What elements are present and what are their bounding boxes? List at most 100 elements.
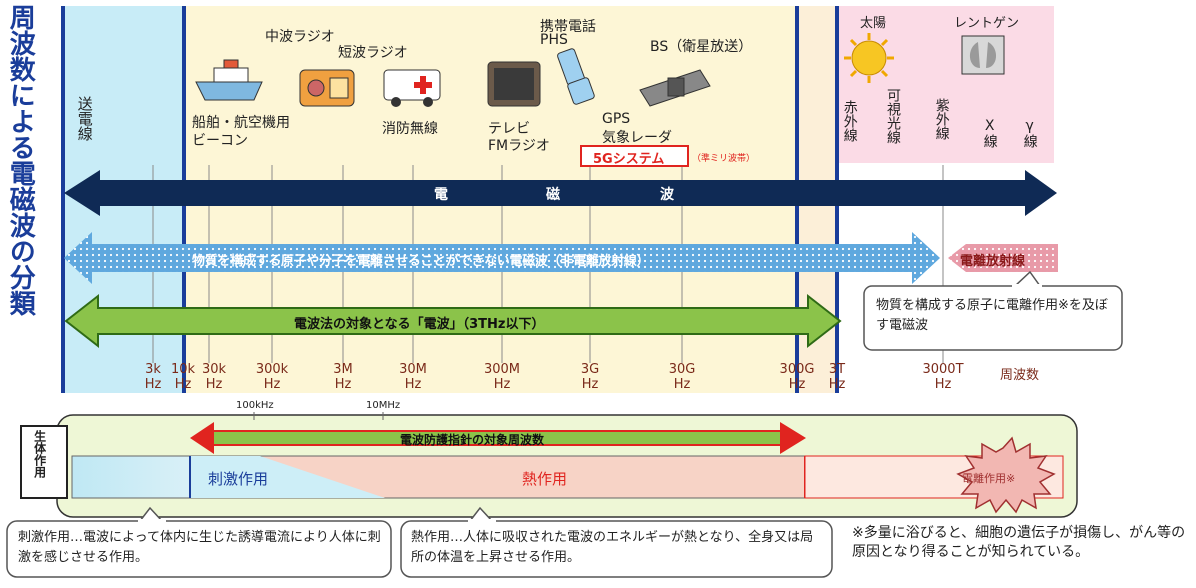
gps-label: GPS: [602, 111, 631, 127]
freq-unit: Hz: [828, 377, 846, 392]
freq-value: 300G: [779, 362, 815, 377]
xray-icon: [961, 35, 1005, 75]
radar-label: 気象レーダ: [602, 130, 672, 146]
radio-law-label: 電波法の対象となる「電波」（3THz以下）: [294, 317, 545, 332]
bs-label: BS（衛星放送）: [650, 39, 753, 55]
freq-value: 3T: [828, 362, 846, 377]
non-ionizing-arrow: [64, 232, 940, 284]
freq-unit: Hz: [788, 377, 806, 392]
power-line-label: 送電線: [75, 96, 94, 141]
sw-radio-label: 短波ラジオ: [338, 45, 408, 61]
freq-axis-label: 周波数: [1000, 368, 1040, 383]
uv-label: 紫外線: [933, 98, 950, 140]
heat-note: 熱作用…人体に吸収された電波のエネルギーが熱となり、全身又は局所の体温を上昇させ…: [411, 530, 814, 565]
stim-note-box: [6, 520, 392, 578]
em-wave-arrow: [64, 170, 1057, 216]
freq-unit: Hz: [174, 377, 192, 392]
stim-note: 刺激作用…電波によって体内に生じた誘導電流により人体に刺激を感じさせる作用。: [18, 530, 381, 565]
guideline-label: 電波防護指針の対象周波数: [400, 433, 545, 447]
freq-value: 3k: [145, 362, 161, 377]
ionizing-note: 物質を構成する原子に電離作用※を及ぼす電磁波: [876, 298, 1108, 333]
body-effect-label: 生体作用: [32, 430, 47, 478]
gamma-label: γ線: [1021, 118, 1038, 148]
non-ionizing-label: 物質を構成する原子や分子を電離させることができない電磁波（非電離放射線）: [192, 254, 650, 269]
freq-unit: Hz: [263, 377, 281, 392]
freq-value: 30M: [399, 362, 427, 377]
phs-label: PHS: [540, 32, 568, 48]
mobile-label: 携帯電話: [540, 19, 596, 35]
infrared-label: 赤外線: [841, 100, 858, 142]
freq-unit: Hz: [934, 377, 952, 392]
am-radio-label: 中波ラジオ: [265, 29, 335, 45]
guideline-arrow-fill: [214, 432, 780, 444]
radio-icon: [299, 69, 355, 107]
stim-effect-label: 刺激作用: [208, 470, 269, 488]
beacon-label: ビーコン: [192, 133, 248, 149]
visible-label: 可視光線: [885, 88, 901, 144]
em-wave-char-1: 電: [434, 187, 448, 203]
freq-unit: Hz: [673, 377, 691, 392]
tv-icon: [487, 61, 541, 107]
ionizing-label: 電離放射線: [960, 254, 1026, 269]
freq-value: 10k: [170, 362, 196, 377]
tick-10mhz: 10MHz: [366, 400, 401, 411]
fiveg-label: 5Gシステム: [593, 152, 665, 167]
satellite-icon: [639, 69, 711, 107]
ionizing-arrow: [948, 244, 1058, 272]
freq-value: 3000T: [922, 362, 964, 377]
radio-law-arrow: [64, 293, 842, 349]
freq-value: 3G: [580, 362, 600, 377]
freq-value: 300k: [255, 362, 289, 377]
freq-unit: Hz: [404, 377, 422, 392]
fm-radio-label: FMラジオ: [488, 138, 550, 154]
ship-icon: [195, 59, 263, 101]
ionizing-note-box: [863, 285, 1123, 351]
ambulance-icon: [383, 69, 441, 107]
em-wave-char-3: 波: [660, 187, 674, 203]
em-wave-char-2: 磁: [546, 187, 560, 203]
freq-unit: Hz: [144, 377, 162, 392]
heat-note-box: [400, 520, 833, 578]
light-region: [837, 6, 1054, 163]
page-title: 周波数による電磁波の分類: [5, 4, 36, 316]
freq-value: 300M: [483, 362, 521, 377]
fiveg-note: （準ミリ波帯）: [692, 154, 756, 164]
ionization-starburst: [956, 436, 1056, 514]
ship-label: 船舶・航空機用: [192, 115, 290, 131]
ion-effect-label: 電離作用※: [962, 472, 1016, 485]
stim-region: [71, 455, 191, 499]
freq-unit: Hz: [205, 377, 223, 392]
fire-radio-label: 消防無線: [382, 121, 438, 137]
freq-value: 30G: [668, 362, 696, 377]
xray-band-label: X線: [981, 118, 998, 148]
sun-icon: [844, 33, 894, 83]
footnote: ※多量に浴びると、細胞の遺伝子が損傷し、がん等の原因となり得ることが知られている…: [852, 525, 1186, 560]
mobile-phone-icon: [557, 48, 595, 105]
fiveg-box: [580, 145, 689, 167]
freq-unit: Hz: [581, 377, 599, 392]
sun-label: 太陽: [860, 16, 887, 31]
freq-value: 30k: [201, 362, 227, 377]
freq-value: 3M: [333, 362, 353, 377]
freq-unit: Hz: [334, 377, 352, 392]
freq-unit: Hz: [493, 377, 511, 392]
heat-effect-label: 熱作用: [522, 470, 568, 488]
tv-label: テレビ: [488, 121, 530, 137]
body-effect-label-box: [20, 425, 68, 499]
xray-label: レントゲン: [954, 16, 1020, 31]
stim-taper: [190, 456, 385, 498]
tick-100khz: 100kHz: [236, 400, 274, 411]
